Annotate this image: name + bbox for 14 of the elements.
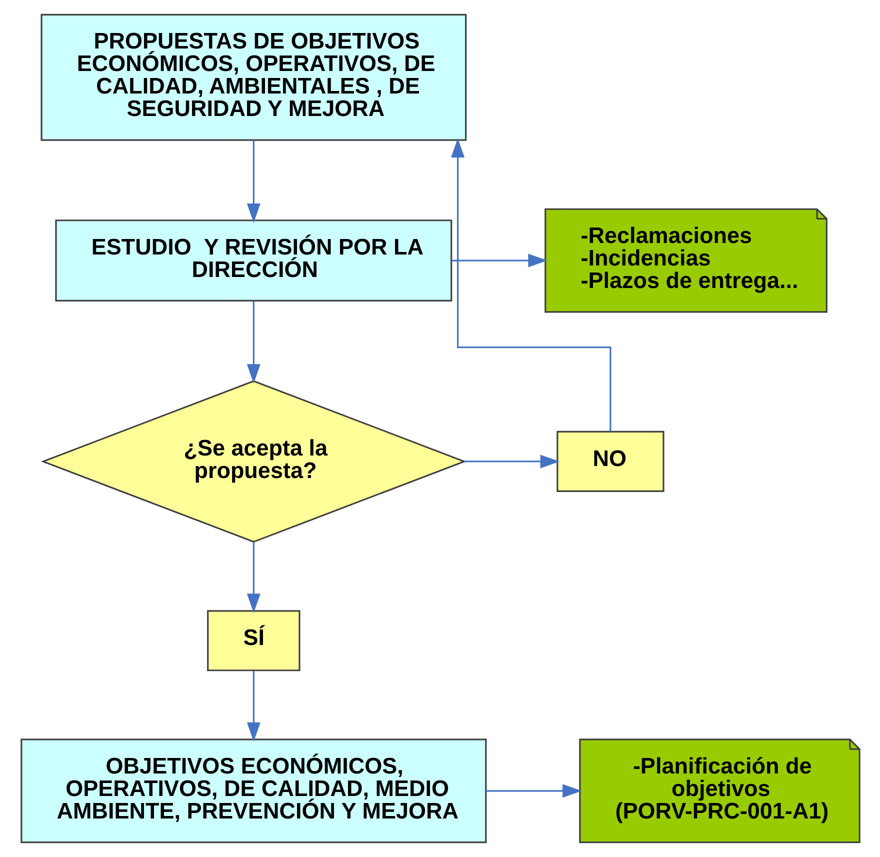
arrow — [450, 138, 611, 432]
arrow — [486, 784, 582, 798]
node-diamond: ¿Se acepta la propuesta? — [40, 380, 466, 543]
arrow — [246, 301, 260, 384]
node-box: SÍ — [206, 610, 300, 672]
arrow — [246, 542, 260, 613]
arrow — [246, 140, 260, 223]
node-box: ESTUDIO Y REVISIÓN POR LA DIRECCIÓN — [54, 220, 452, 302]
arrow — [464, 454, 560, 468]
arrow — [450, 254, 547, 268]
node-box: NO — [556, 430, 664, 492]
node-box: PROPUESTAS DE OBJETIVOS ECONÓMICOS, OPERATIVOS, DE CALIDAD, AMBIENTALES , DE SEGURIDAD Y MEJORA — [40, 14, 466, 141]
node-box: OBJETIVOS ECONÓMICOS, OPERATIVOS, DE CALIDAD, MEDIO AMBIENTE, PREVENCIÓN Y MEJORA — [20, 738, 486, 844]
arrow — [246, 671, 260, 742]
